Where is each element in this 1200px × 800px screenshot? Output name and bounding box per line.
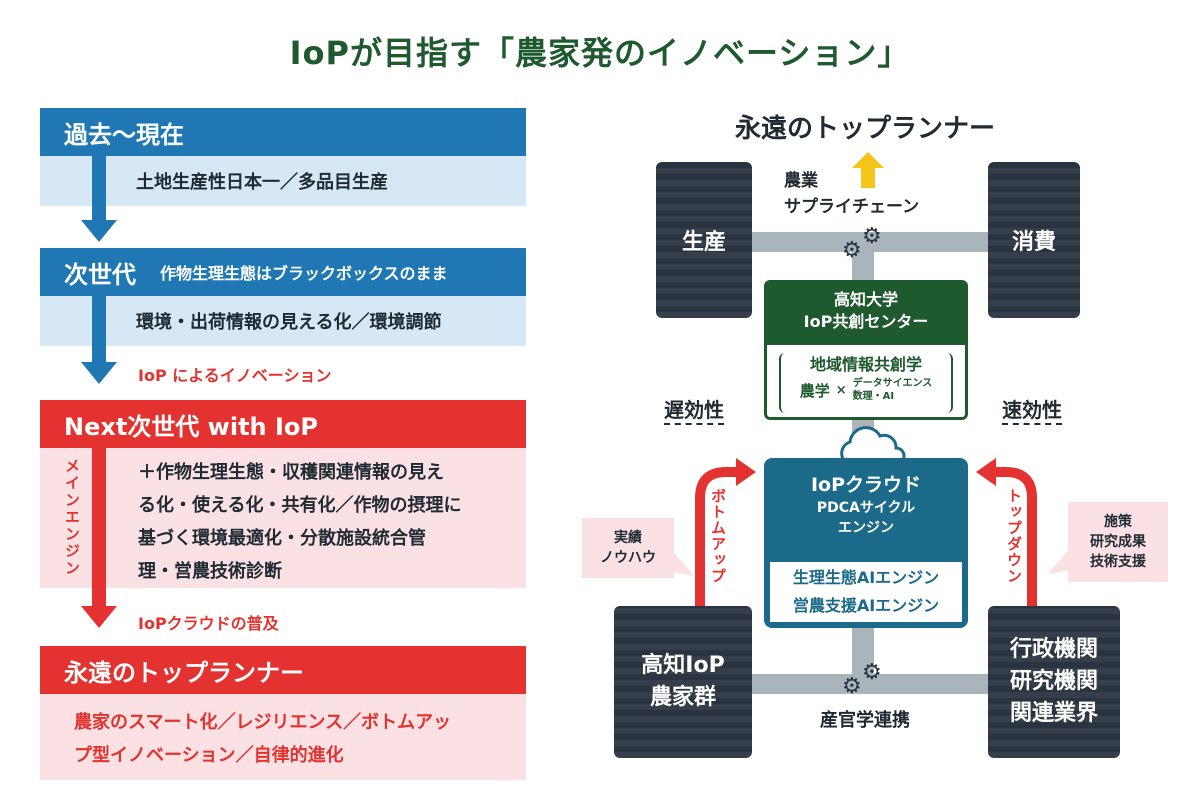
arrow-1-head — [81, 220, 117, 242]
tire-consumption: 消費 — [988, 162, 1080, 318]
kochi-header: 高知大学 IoP共創センター — [767, 283, 965, 345]
slow-acting-label: 遅効性 — [664, 394, 724, 425]
main-engine-label: メインエンジン — [63, 458, 81, 577]
engine-item: 営農支援AIエンジン — [792, 596, 940, 615]
note-line: 技術支援 — [1090, 554, 1146, 570]
stage-next-gen-subtitle: 作物生理生態はブラックボックスのまま — [160, 264, 448, 283]
supply-chain-line: サプライチェーン — [784, 197, 920, 217]
stage-next-gen-header: 次世代 作物生理生態はブラックボックスのまま — [40, 248, 526, 296]
body-line: 基づく環境最適化・分散施設統合管 — [138, 528, 426, 549]
gear-icon: ⚙ — [862, 660, 882, 685]
note-line: ノウハウ — [600, 550, 656, 566]
supply-chain-line: 農業 — [784, 171, 818, 191]
body-line: 農家のスマート化／レジリエンス／ボトムアッ — [74, 712, 452, 733]
note-line: 施策 — [1104, 514, 1132, 530]
kochi-header-line: 高知大学 — [833, 290, 898, 309]
kochi-ds: データサイエンス 数理・AI — [853, 377, 933, 403]
times-icon: × — [835, 382, 847, 398]
top-down-label: トップダウン — [1005, 488, 1023, 584]
top-down-arrow — [976, 458, 1037, 606]
arrow-3-shaft — [92, 448, 106, 608]
note-line: 研究成果 — [1090, 534, 1146, 550]
top-runner-title: 永遠のトップランナー — [734, 114, 995, 144]
gear-icon: ⚙ — [842, 238, 862, 263]
tire-line: 農家群 — [649, 685, 716, 710]
engine-item: 生理生態AIエンジン — [792, 568, 940, 587]
bottom-up-arrow — [695, 458, 756, 606]
kochi-ds-line: データサイエンス — [852, 378, 933, 389]
stage-next-gen-body: 環境・出荷情報の見える化／環境調節 — [40, 296, 526, 346]
arrow-2-shaft — [92, 296, 106, 364]
stage-top-runner-body-bg — [40, 694, 526, 780]
tire-production: 生産 — [656, 162, 752, 318]
cloud-icon — [840, 426, 906, 466]
gear-icon: ⚙ — [862, 224, 882, 249]
arrow-3-label: IoPクラウドの普及 — [138, 614, 279, 633]
cloud-sub: PDCAサイクル エンジン — [764, 498, 968, 538]
kochi-field: 地域情報共創学 — [809, 355, 922, 374]
kochi-ds-line: 数理・AI — [852, 391, 895, 402]
forward-arrow-icon — [852, 152, 884, 188]
arrow-2-head — [81, 362, 117, 384]
arrow-3-head — [81, 606, 117, 628]
note-results-knowhow: 実績 ノウハウ — [582, 518, 674, 578]
tire-line: 高知IoP — [641, 653, 725, 678]
note-pointer — [672, 550, 694, 576]
kochi-center-box: 高知大学 IoP共創センター 地域情報共創学 農学 × データサイエンス 数理・… — [764, 280, 968, 420]
body-line: プ型イノベーション／自律的進化 — [74, 745, 344, 766]
page-title: IoPが目指す「農家発のイノベーション」 — [289, 34, 911, 72]
bottom-axle — [752, 674, 988, 694]
stage-next-next-body-bg — [40, 448, 526, 588]
iop-cloud-box: IoPクラウド PDCAサイクル エンジン 生理生態AIエンジン 営農支援AIエ… — [764, 458, 968, 628]
collab-label: 産官学連携 — [820, 710, 910, 731]
stage-past-header: 過去〜現在 — [40, 108, 526, 156]
kochi-field-frame: 地域情報共創学 農学 × データサイエンス 数理・AI — [779, 353, 953, 413]
body-line: 理・営農技術診断 — [138, 561, 282, 582]
cloud-sub-line: エンジン — [838, 520, 894, 536]
gear-icon: ⚙ — [842, 674, 862, 699]
supply-chain-label: 農業 サプライチェーン — [784, 168, 919, 220]
note-policy-research: 施策 研究成果 技術支援 — [1068, 502, 1168, 582]
bottom-up-label: ボトムアップ — [709, 488, 727, 584]
stage-next-gen-title: 次世代 — [64, 260, 136, 289]
stage-top-runner-header: 永遠のトップランナー — [40, 646, 526, 694]
kochi-disciplines: 農学 × データサイエンス 数理・AI — [781, 377, 951, 403]
note-pointer — [1048, 548, 1070, 574]
arrow-2-label: IoP によるイノベーション — [138, 366, 332, 385]
tire-line: 研究機関 — [1009, 669, 1098, 694]
cloud-engines: 生理生態AIエンジン 営農支援AIエンジン — [770, 562, 962, 622]
body-line: ＋作物生理生態・収穫関連情報の見え — [138, 462, 444, 483]
tire-line: 関連業界 — [1009, 701, 1098, 726]
fast-acting-label: 速効性 — [1002, 394, 1062, 425]
stage-past-body: 土地生産性日本一／多品目生産 — [40, 156, 526, 206]
stage-next-next-header: Next次世代 with IoP — [40, 400, 526, 448]
cloud-title: IoPクラウド — [810, 474, 922, 496]
tire-line: 行政機関 — [1009, 637, 1098, 662]
body-line: る化・使える化・共有化／作物の摂理に — [138, 495, 462, 516]
note-line: 実績 — [614, 530, 642, 546]
arrow-1-shaft — [92, 156, 106, 222]
tire-kochi-farmers: 高知IoP 農家群 — [614, 606, 752, 758]
stage-top-runner-body: 農家のスマート化／レジリエンス／ボトムアッ プ型イノベーション／自律的進化 — [74, 706, 524, 772]
cloud-sub-line: PDCAサイクル — [816, 500, 916, 516]
tire-government-research: 行政機関 研究機関 関連業界 — [988, 606, 1120, 758]
stage-next-next-body: ＋作物生理生態・収穫関連情報の見え る化・使える化・共有化／作物の摂理に 基づく… — [138, 456, 518, 588]
kochi-agri: 農学 — [799, 381, 830, 400]
kochi-header-line: IoP共創センター — [803, 312, 929, 331]
